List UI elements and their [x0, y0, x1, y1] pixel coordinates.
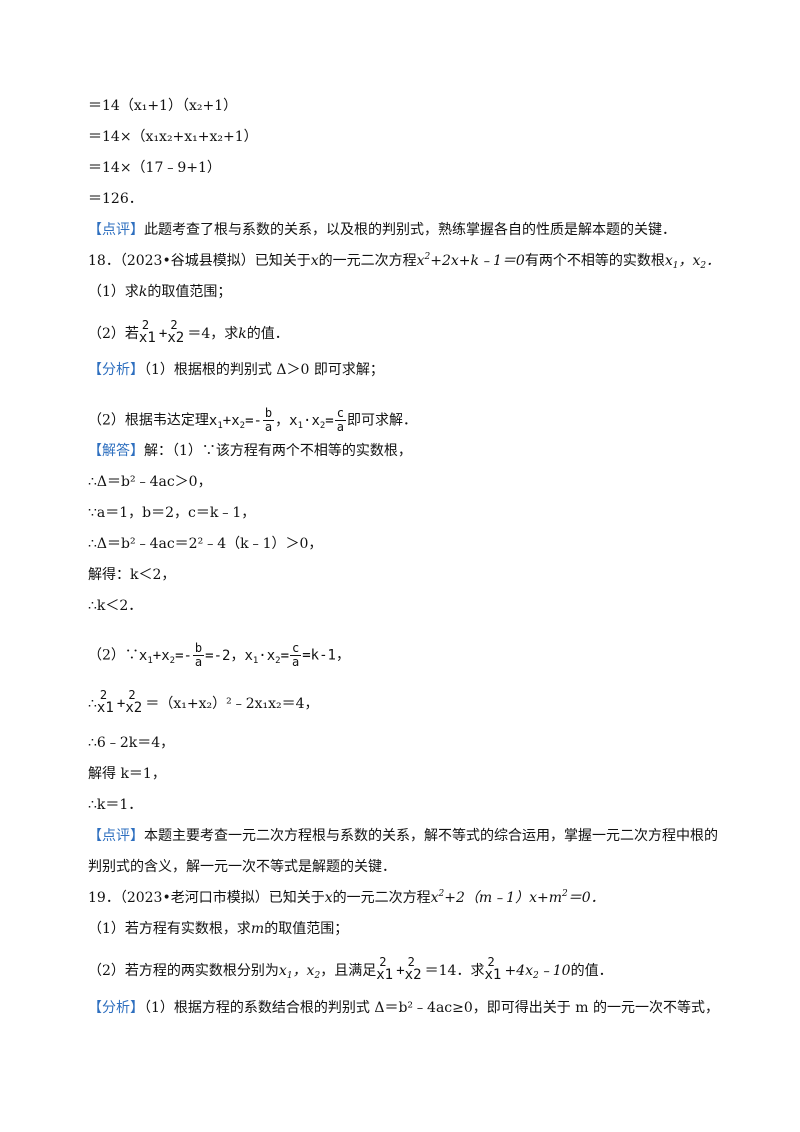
text: ＝（x₁+x₂）²﹣2x₁x₂＝4， [145, 696, 319, 712]
text: （1）根据根的判别式 Δ＞0 即可求解； [144, 362, 384, 378]
text: 的值． [246, 326, 289, 342]
solution-18: 【解答】解：（1）∵该方程有两个不相等的实数根， [88, 441, 412, 461]
text: 的一元二次方程 [332, 890, 431, 906]
solution-line: ∴Δ＝b²﹣4ac＝2²﹣4（k﹣1）＞0， [88, 536, 323, 552]
question-source: （2023•老河口市模拟） [119, 890, 269, 906]
question-19-stem: 19．（2023•老河口市模拟）已知关于x的一元二次方程x2+2（m﹣1）x+m… [88, 888, 605, 908]
analysis-18: 【分析】（1）根据根的判别式 Δ＞0 即可求解； [88, 360, 384, 380]
solution-line: ∴6﹣2k＝4， [88, 735, 175, 751]
text: 有两个不相等的实数根 [524, 253, 665, 269]
equation: x2+2x+k﹣1＝0 [416, 252, 525, 270]
question-18-stem: 18．（2023•谷城县模拟）已知关于x的一元二次方程x2+2x+k﹣1＝0有两… [88, 251, 720, 271]
vieta-sum: x1+x2=- [138, 647, 192, 666]
equation-line: ＝14×（x₁x₂+x₁+x₂+1） [88, 129, 258, 145]
text: （2）若方程的两实数根分别为 [88, 963, 279, 979]
text: （2）∵ [88, 647, 139, 664]
text: ＝14．求 [424, 963, 485, 979]
question-number: 18． [88, 253, 120, 269]
comment-tag: 【点评】 [88, 828, 144, 844]
vieta-value: =-2，x1·x2= [205, 647, 290, 666]
equation-line: ＝14（x₁+1）（x₂+1） [88, 98, 238, 114]
roots: x1，x2． [664, 253, 721, 271]
equation-line: ＝126． [88, 191, 143, 207]
question-19-part1: （1）若方程有实数根，求m的取值范围； [88, 919, 348, 939]
text: 的一元二次方程 [318, 253, 417, 269]
text: （2）若 [88, 326, 139, 342]
text: ，且满足 [320, 963, 377, 979]
var: k [138, 284, 148, 300]
vieta-sum: x1+x2=- [208, 412, 262, 431]
expression: +4x2﹣10 [504, 963, 571, 981]
var: x [310, 253, 319, 269]
plus: + [396, 963, 405, 979]
separator: ，x1·x2= [275, 412, 334, 431]
comment-line: 【点评】本题主要考查一元二次方程根与系数的关系，解不等式的综合运用，掌握一元二次… [88, 826, 718, 846]
solution-line: 解得 k＝1， [88, 766, 166, 782]
comment-text: 此题考查了根与系数的关系，以及根的判别式，熟练掌握各自的性质是解本题的关键． [144, 222, 676, 238]
text: 已知关于 [268, 890, 325, 906]
solution-tag: 【解答】 [88, 443, 144, 459]
text: 已知关于 [254, 253, 311, 269]
solution-line: ∵a＝1，b＝2，c＝k﹣1， [88, 505, 256, 521]
solution-line: 解得：k＜2， [88, 567, 176, 583]
question-source: （2023•谷城县模拟） [119, 253, 255, 269]
analysis-tag: 【分析】 [88, 1000, 144, 1016]
text: （1）根据方程的系数结合根的判别式 Δ＝b²﹣4ac≥0，即可得出关于 m 的一… [144, 1000, 719, 1016]
comment-text: 本题主要考查一元二次方程根与系数的关系，解不等式的综合运用，掌握一元二次方程中根… [144, 828, 718, 844]
equation-line: ＝14×（17﹣9+1） [88, 160, 221, 176]
var: k [238, 326, 247, 342]
text: （2）根据韦达定理 [88, 412, 209, 429]
text: 即可求解． [346, 412, 417, 429]
question-number: 19． [88, 890, 120, 906]
solution-line: ∴k＝1． [88, 797, 143, 813]
equation: x2+2（m﹣1）x+m2＝0． [430, 889, 605, 907]
comment-line: 【点评】此题考查了根与系数的关系，以及根的判别式，熟练掌握各自的性质是解本题的关… [88, 220, 676, 240]
analysis-tag: 【分析】 [88, 362, 144, 378]
solution-line: ∴k＜2． [88, 598, 143, 614]
var: x [324, 890, 333, 906]
solution-line: ∴Δ＝b²﹣4ac＞0， [88, 474, 212, 490]
var: m [250, 921, 265, 937]
text: 的值． [570, 963, 613, 979]
text: 的取值范围； [147, 284, 232, 300]
text: ＝4，求 [187, 326, 239, 342]
question-18-part1: （1）求k的取值范围； [88, 282, 231, 302]
vieta-product: =k-1， [302, 647, 350, 664]
text: （1）求 [88, 284, 139, 300]
roots: x1，x2 [278, 963, 321, 981]
plus: + [116, 696, 126, 712]
text: ∴ [88, 696, 97, 712]
analysis-19: 【分析】（1）根据方程的系数结合根的判别式 Δ＝b²﹣4ac≥0，即可得出关于 … [88, 998, 719, 1018]
comment-line: 判别式的含义，解一元一次不等式是解题的关键． [88, 859, 396, 875]
comment-tag: 【点评】 [88, 222, 144, 238]
text: 解：（1）∵该方程有两个不相等的实数根， [144, 443, 412, 459]
text: （1）若方程有实数根，求 [88, 921, 251, 937]
text: 的取值范围； [264, 921, 349, 937]
plus: + [158, 326, 168, 342]
